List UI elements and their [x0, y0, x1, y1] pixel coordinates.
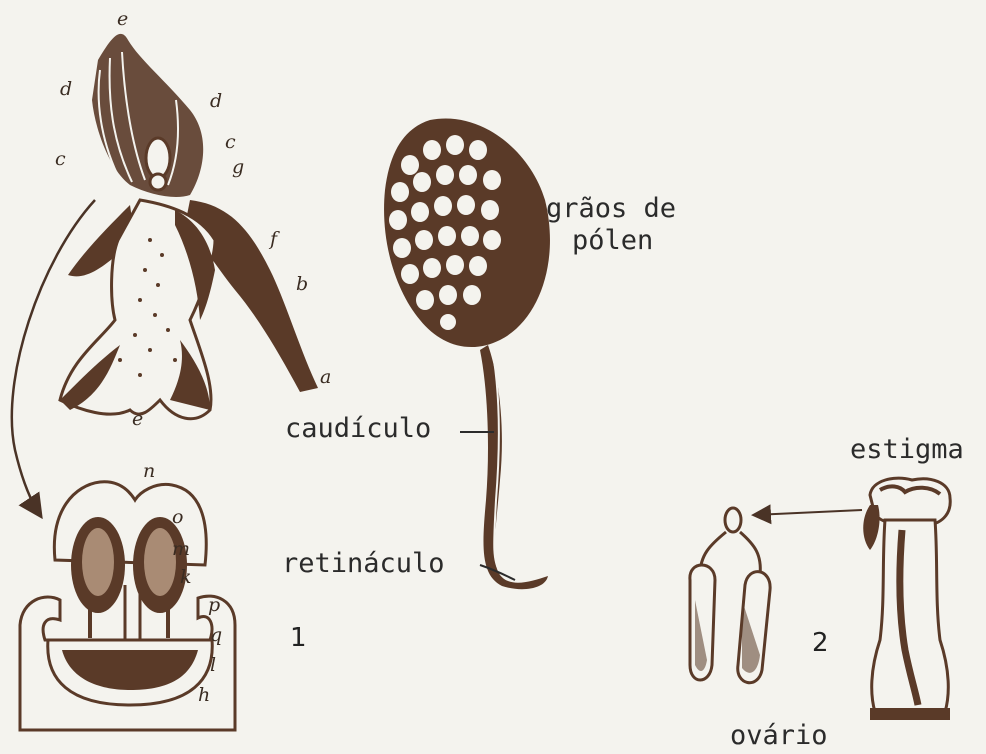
- letter-label: n: [143, 462, 155, 481]
- pollinarium-pair-drawing: [690, 508, 770, 683]
- label-pollen-grains-line2: pólen: [572, 227, 653, 254]
- letter-label: f: [270, 230, 277, 249]
- letter-label: e: [117, 10, 128, 29]
- figure-number-1: 1: [290, 625, 307, 651]
- letter-label: g: [232, 158, 244, 177]
- pollinium-drawing: [384, 118, 550, 589]
- letter-label: d: [60, 80, 72, 99]
- letter-label: q: [210, 626, 222, 645]
- letter-label: l: [210, 656, 216, 675]
- letter-label: p: [208, 596, 220, 615]
- letter-label: e: [132, 410, 143, 429]
- orchid-flower-drawing: [60, 34, 318, 419]
- letter-label: c: [55, 150, 66, 169]
- letter-label: h: [198, 686, 210, 705]
- label-caudicle: caudículo: [285, 415, 431, 442]
- label-ovary: ovário: [730, 722, 828, 749]
- letter-label: d: [210, 92, 222, 111]
- label-pollen-grains-line1: grãos de: [546, 195, 676, 222]
- pistil-drawing: [863, 478, 950, 720]
- letter-label: b: [296, 275, 308, 294]
- letter-label: o: [172, 508, 183, 527]
- figure-number-2: 2: [812, 630, 829, 656]
- letter-label: m: [172, 540, 190, 559]
- letter-label: k: [180, 568, 192, 587]
- letter-label: c: [225, 133, 236, 152]
- label-stigma: estigma: [850, 436, 964, 463]
- label-retinaculum: retináculo: [282, 550, 445, 577]
- letter-label: a: [320, 368, 331, 387]
- straight-arrow: [755, 510, 862, 515]
